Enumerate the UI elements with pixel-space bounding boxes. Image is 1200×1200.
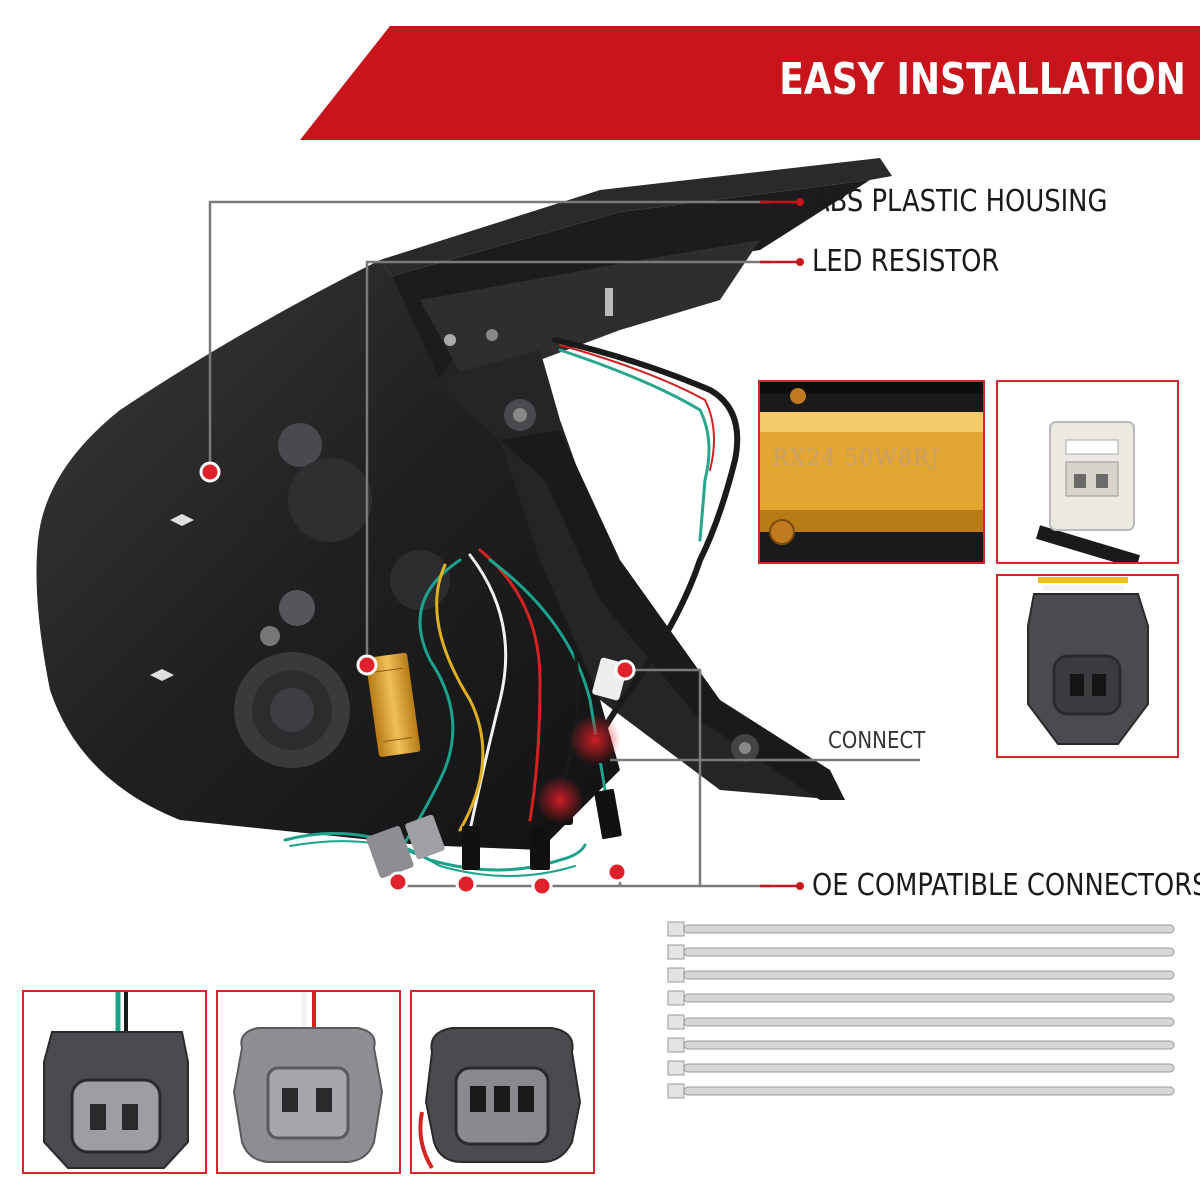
connector-3-image	[418, 1027, 582, 1170]
zip-tie	[667, 921, 1175, 937]
marker-dots	[199, 461, 636, 897]
housing-body	[36, 158, 892, 850]
banner-title: EASY INSTALLATION	[779, 54, 1186, 105]
connector-2-image	[232, 992, 384, 1163]
inset-resistor-closeup: RX24 50W8RJ	[758, 380, 985, 564]
callout-lines	[208, 200, 920, 888]
header-banner: EASY INSTALLATION	[300, 26, 1200, 140]
black-connector-image	[1027, 577, 1149, 745]
zip-tie	[667, 967, 1175, 983]
connector-1-image	[43, 992, 189, 1169]
zip-tie	[667, 1014, 1175, 1030]
connect-highlight-2	[536, 776, 584, 824]
zip-tie	[667, 1083, 1175, 1099]
zip-tie	[667, 990, 1175, 1006]
inset-white-connector	[996, 380, 1179, 564]
inset-connector-2	[216, 990, 401, 1174]
inset-connector-3	[410, 990, 595, 1174]
zip-tie	[667, 1060, 1175, 1076]
zip-ties	[667, 921, 1175, 1099]
connect-highlight	[569, 714, 621, 766]
inset-connector-1	[22, 990, 207, 1174]
callout-tip-dots	[796, 198, 804, 890]
callout-line-tips	[760, 200, 800, 888]
white-connector-image	[1035, 421, 1141, 562]
callout-connectors: OE COMPATIBLE CONNECTORS	[812, 868, 1200, 903]
resistor-closeup-image	[760, 382, 983, 562]
callout-connect: CONNECT	[828, 728, 926, 754]
led-resistor	[365, 652, 421, 757]
callout-housing: ABS PLASTIC HOUSING	[812, 184, 1108, 219]
zip-tie	[667, 1037, 1175, 1053]
inset-black-connector-right	[996, 574, 1179, 758]
resistor-marking: RX24 50W8RJ	[772, 446, 941, 471]
zip-tie	[667, 944, 1175, 960]
callout-resistor: LED RESISTOR	[812, 244, 1000, 279]
